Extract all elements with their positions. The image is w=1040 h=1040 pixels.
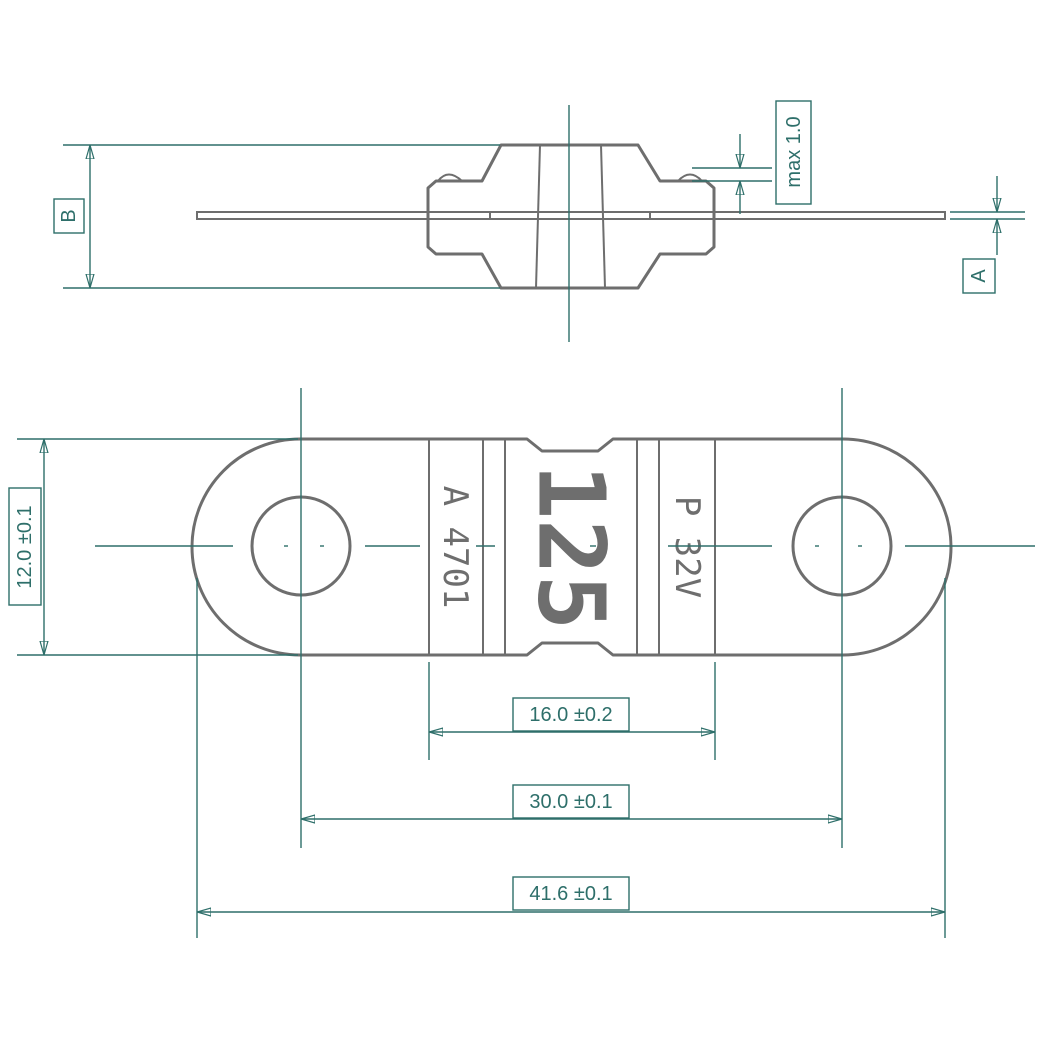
dim-max-label: max 1.0 <box>783 116 805 187</box>
dim-overall-length-label: 41.6 ±0.1 <box>529 883 612 905</box>
side-view-bump-right <box>677 173 703 182</box>
dim-body-width-box <box>512 697 630 732</box>
fuse-outline <box>190 437 953 657</box>
dim-hole-pitch-label: 30.0 ±0.1 <box>529 791 612 813</box>
side-view: B max 1.0 A <box>53 100 1025 342</box>
dim-max-box <box>775 100 812 205</box>
side-view-body <box>426 143 716 290</box>
dim-hole-pitch-box <box>512 784 630 819</box>
dim-body-width-label: 16.0 ±0.2 <box>529 704 612 726</box>
dim-height-box <box>8 487 42 606</box>
dim-height-label: 12.0 ±0.1 <box>14 505 36 588</box>
front-view: A 4701 125 P 32V 12.0 ±0.1 16.0 ±0.2 <box>8 388 1035 938</box>
side-view-bump-left <box>437 173 463 182</box>
side-view-inner-line <box>535 144 541 289</box>
marking-right: P 32V <box>667 496 707 598</box>
marking-rating: 125 <box>518 464 625 630</box>
side-view-inner-line <box>600 144 606 289</box>
dim-overall-length-box <box>512 876 630 911</box>
dim-a-box <box>962 258 996 294</box>
dim-b-box <box>53 198 85 234</box>
side-view-blade <box>196 211 946 220</box>
dim-b-label: B <box>58 209 80 222</box>
marking-left: A 4701 <box>435 486 475 609</box>
dim-a-label: A <box>968 269 990 283</box>
